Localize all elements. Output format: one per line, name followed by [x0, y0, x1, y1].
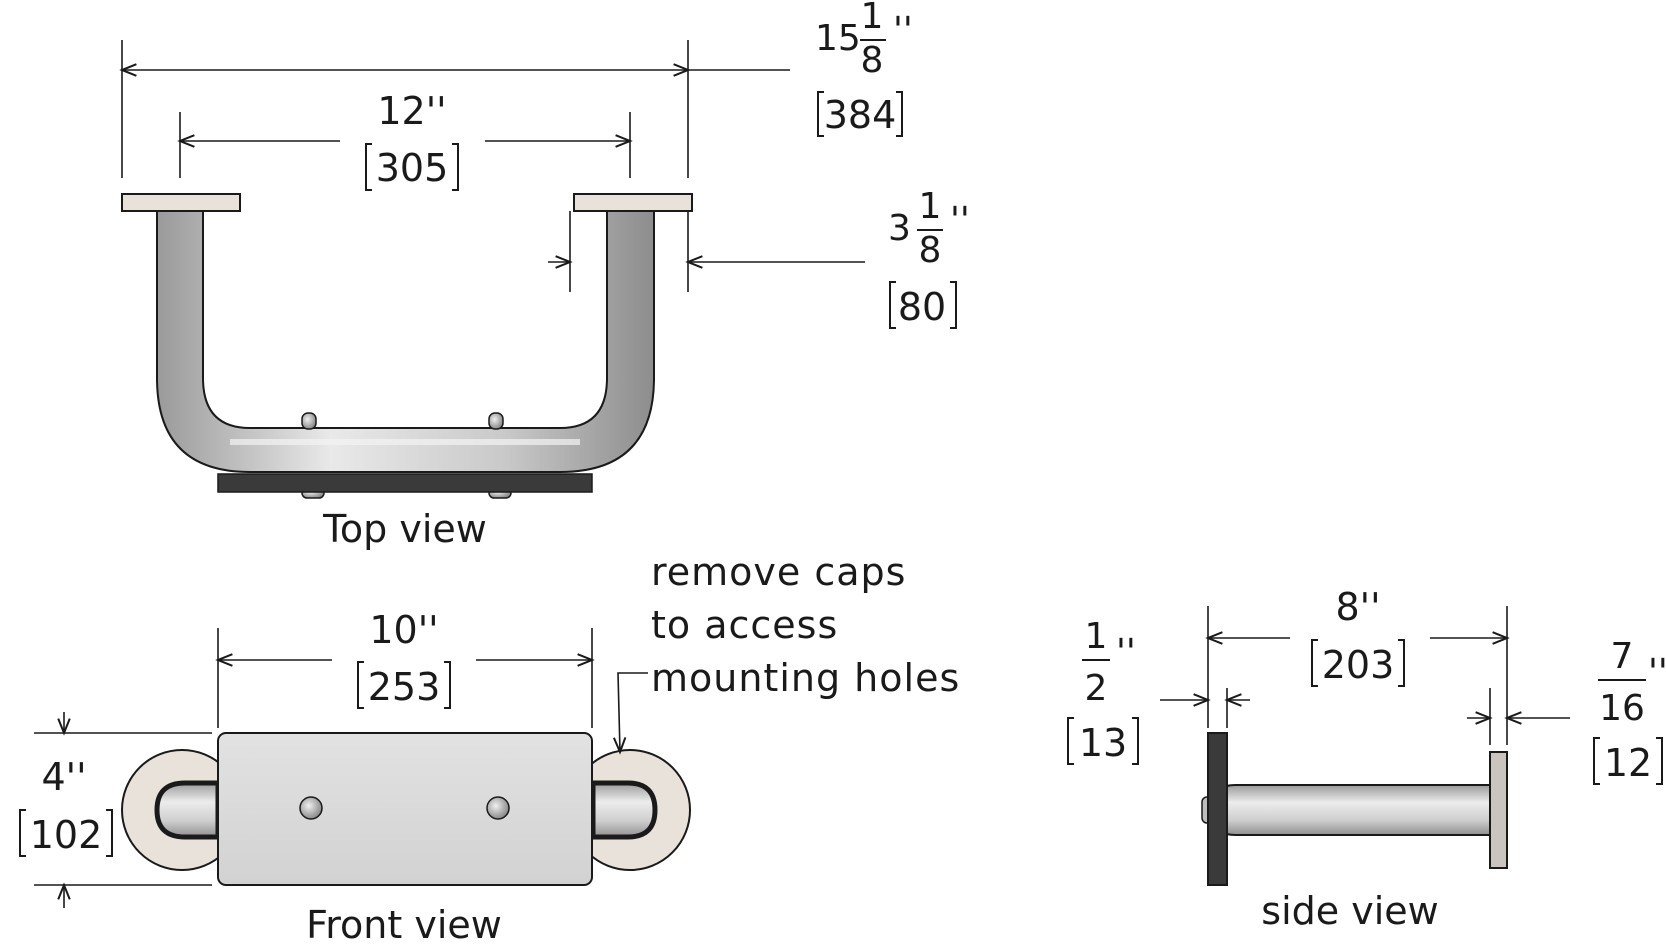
flange-thickness-numerator: 7	[1611, 636, 1634, 677]
overall-width-label: 15 1 8 '' 384	[815, 0, 913, 137]
side-length-mm: 203	[1322, 643, 1395, 687]
right-flange	[573, 193, 693, 212]
inner-width-mm: 305	[376, 146, 449, 190]
front-width-label: 10'' 253	[357, 608, 451, 709]
top-view: 15 1 8 '' 384 12'' 305 3 1 8	[122, 0, 970, 551]
wall-thickness-numerator: 1	[1085, 616, 1108, 657]
overall-width-numerator: 1	[861, 0, 884, 37]
note-line-1: remove caps	[651, 550, 906, 594]
projection-label: 3 1 8 '' 80	[888, 186, 970, 329]
projection-mm: 80	[898, 285, 946, 329]
flange-thickness-denominator: 16	[1599, 688, 1645, 729]
side-flange	[1489, 751, 1508, 869]
front-view-caption: Front view	[306, 903, 502, 946]
top-view-caption: Top view	[322, 507, 487, 551]
flange-thickness-label: 7 16 '' 12	[1593, 636, 1666, 785]
inner-width-label: 12'' 305	[365, 89, 459, 191]
overall-width-whole: 15	[815, 18, 861, 59]
inner-width-inches: 12''	[377, 89, 446, 133]
front-height-mm: 102	[30, 813, 103, 857]
front-height-label: 4'' 102	[19, 755, 113, 857]
overall-width-denominator: 8	[861, 40, 884, 81]
grab-bar-tube	[156, 210, 655, 473]
mounting-screw-left	[299, 796, 323, 820]
front-plate	[217, 732, 593, 886]
projection-numerator: 1	[919, 186, 942, 227]
mounting-screw-right	[486, 796, 510, 820]
front-width-inches: 10''	[369, 608, 438, 652]
projection-inch-mark: ''	[950, 200, 970, 241]
side-length-inches: 8''	[1335, 585, 1380, 629]
overall-width-mm: 384	[824, 93, 897, 137]
wall-plate	[217, 473, 593, 493]
side-view-caption: side view	[1261, 889, 1438, 933]
note-line-3: mounting holes	[651, 656, 960, 700]
note-line-2: to access	[651, 603, 838, 647]
front-view: 10'' 253 4'' 102 remove caps to access m…	[19, 550, 960, 946]
side-wall-plate	[1207, 732, 1228, 886]
projection-denominator: 8	[919, 230, 942, 271]
wall-thickness-mm: 13	[1079, 721, 1127, 765]
front-width-mm: 253	[368, 665, 441, 709]
overall-width-inch-mark: ''	[893, 10, 913, 51]
flange-thickness-inch-mark: ''	[1648, 652, 1666, 693]
side-view: 8'' 203 1 2 '' 13 7 16 '' 12	[1067, 585, 1666, 933]
projection-whole: 3	[888, 208, 911, 249]
wall-thickness-label: 1 2 '' 13	[1067, 616, 1139, 765]
remove-caps-note: remove caps to access mounting holes	[651, 550, 960, 700]
front-height-inches: 4''	[41, 755, 86, 799]
wall-thickness-denominator: 2	[1085, 668, 1108, 709]
wall-thickness-inch-mark: ''	[1116, 632, 1136, 673]
side-tube	[1208, 784, 1491, 836]
flange-thickness-mm: 12	[1604, 741, 1652, 785]
side-length-label: 8'' 203	[1311, 585, 1405, 687]
left-flange	[121, 193, 241, 212]
